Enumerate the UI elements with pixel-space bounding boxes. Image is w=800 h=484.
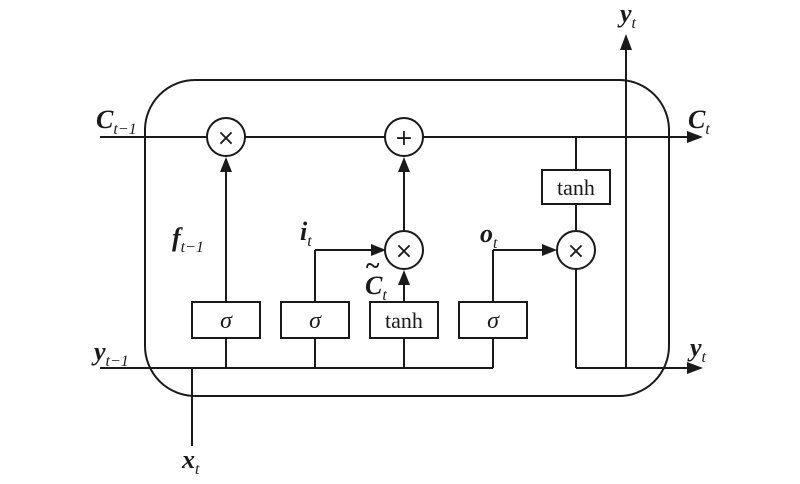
label-y-out: yt [687, 333, 707, 366]
candidate-arrow [398, 270, 410, 285]
multiply-sign: × [217, 126, 235, 151]
multiply-sign: × [567, 239, 585, 264]
label-x-in: xt [181, 445, 200, 478]
svg-text:σ: σ [309, 308, 322, 334]
input-multiply-node: × [384, 230, 424, 270]
label-c-out: Ct [688, 105, 710, 138]
svg-text:tanh: tanh [557, 175, 595, 200]
cell-state-arrow [687, 131, 703, 143]
label-y-prev: yt−1 [91, 337, 129, 370]
svg-text:tanh: tanh [385, 308, 423, 333]
output-multiply-node: × [556, 230, 596, 270]
forget-gate-box: σ [191, 301, 261, 339]
cell-boundary [144, 79, 670, 397]
label-f-gate: ft−1 [172, 223, 204, 256]
input-gate-box: σ [280, 301, 350, 339]
cell-add-node: + [384, 117, 424, 157]
candidate-gate-box: tanh [369, 301, 439, 339]
hidden-out-arrow [687, 362, 703, 374]
forget-arrow [220, 157, 232, 172]
add-feed-arrow [398, 157, 410, 172]
multiply-sign: × [395, 239, 413, 264]
label-c-prev: Ct−1 [96, 105, 137, 138]
input-arrow [371, 244, 386, 256]
add-sign: + [395, 126, 413, 151]
svg-text:σ: σ [220, 308, 233, 334]
label-c-tilde-mark: ~ [365, 251, 380, 280]
svg-text:σ: σ [487, 308, 500, 334]
cell-tanh-box: tanh [541, 169, 611, 205]
output-gate-box: σ [458, 301, 528, 339]
label-y-top: yt [617, 0, 637, 32]
label-i-gate: it [300, 217, 312, 250]
label-o-gate: ot [480, 219, 498, 252]
y-top-arrow [620, 34, 632, 50]
output-arrow [542, 244, 557, 256]
forget-multiply-node: × [206, 117, 246, 157]
label-c-tilde: Ct [365, 271, 387, 304]
